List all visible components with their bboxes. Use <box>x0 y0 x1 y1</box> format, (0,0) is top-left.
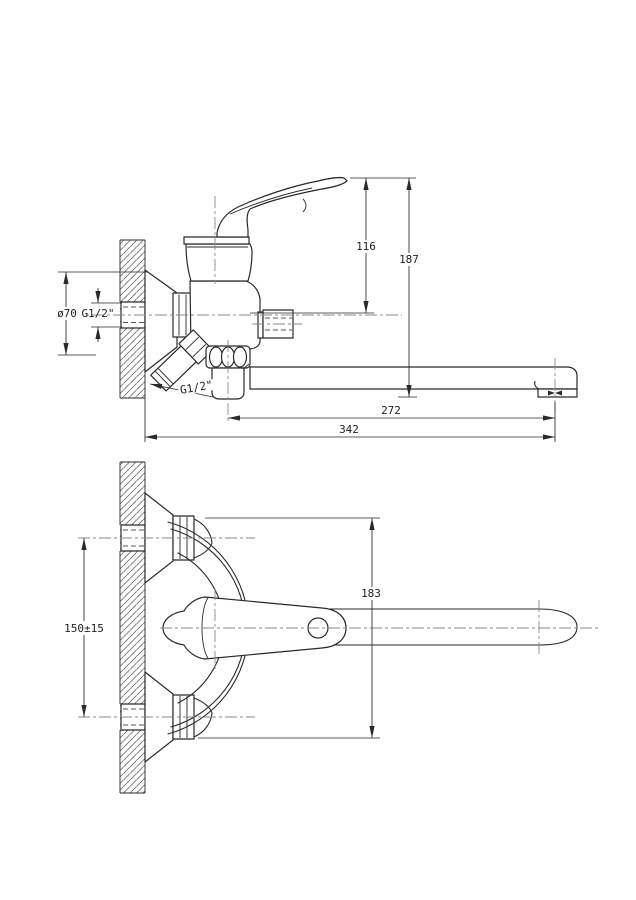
dim-label-150: 150±15 <box>64 622 104 635</box>
dim-label-g12-shower: G1/2" <box>179 378 214 397</box>
front-view: 150±15 183 <box>58 461 598 794</box>
escutcheon-side <box>144 269 178 373</box>
dimension-g12-wall: G1/2" <box>81 288 115 342</box>
dimension-183: 183 <box>355 518 388 738</box>
dimension-342: 342 <box>145 423 555 440</box>
dimension-272: 272 <box>228 404 555 421</box>
dimension-150: 150±15 <box>58 538 110 717</box>
aerator-symbol <box>548 390 555 396</box>
dim-label-g12-wall: G1/2" <box>81 307 114 320</box>
side-view: 116 187 272 342 <box>50 177 578 442</box>
centerlines-front <box>78 537 598 718</box>
dim-label-dia70: ø70 <box>57 307 77 320</box>
spout-front <box>319 608 578 646</box>
lever-handle-side <box>216 177 348 238</box>
dimension-dia70: ø70 <box>50 272 84 355</box>
dim-label-183: 183 <box>361 587 381 600</box>
handle-skirt <box>183 236 250 245</box>
wall-section <box>119 239 146 399</box>
dim-label-342: 342 <box>339 423 359 436</box>
dimension-g12-shower: G1/2" <box>149 378 217 398</box>
dimensions-side: 116 187 272 342 <box>50 177 556 442</box>
spout-side <box>249 366 578 398</box>
dim-label-116: 116 <box>356 240 376 253</box>
dimensions-front: 150±15 183 <box>58 517 388 739</box>
cartridge-dome <box>185 243 253 282</box>
dim-label-187: 187 <box>399 253 419 266</box>
dimension-116: 116 <box>350 178 382 313</box>
wall-section-front <box>119 461 146 794</box>
dimension-187: 187 <box>393 178 425 397</box>
dim-label-272: 272 <box>381 404 401 417</box>
shower-outlet <box>150 329 214 392</box>
